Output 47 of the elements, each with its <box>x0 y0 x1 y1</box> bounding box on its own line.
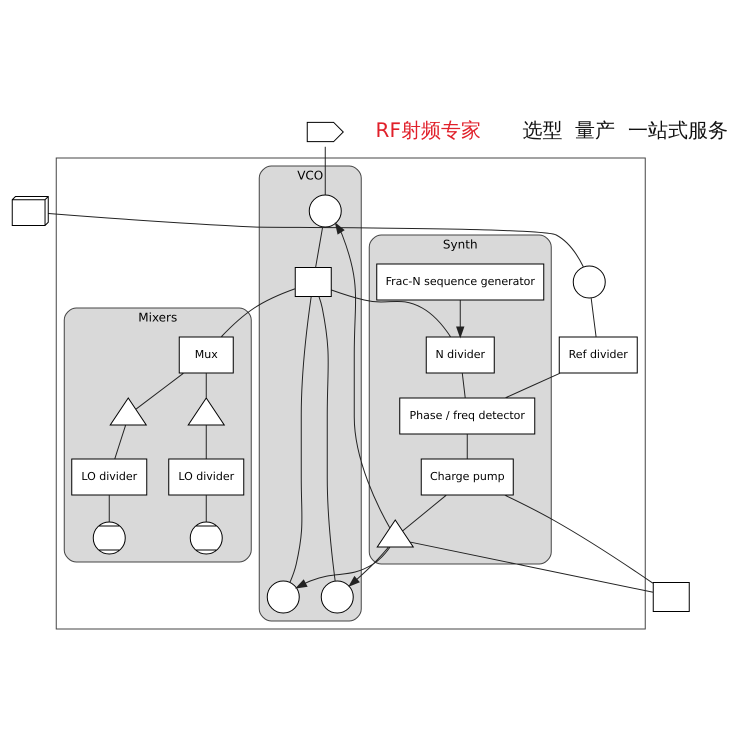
node-box <box>294 266 332 296</box>
node-triangle <box>376 518 414 547</box>
connector <box>108 494 110 522</box>
connector <box>402 494 447 531</box>
connector <box>324 146 326 195</box>
connector <box>315 226 324 268</box>
node-box <box>652 582 690 612</box>
node-triangle <box>187 396 226 425</box>
node-box: Ref divider <box>558 336 638 373</box>
label: RF射频专家 <box>376 118 481 142</box>
connector <box>48 212 584 267</box>
connector <box>504 494 654 584</box>
connector <box>330 288 452 337</box>
node-circle <box>320 580 354 613</box>
connector <box>136 372 184 410</box>
node-mixer <box>92 521 126 554</box>
connector <box>220 288 296 337</box>
connector <box>466 433 468 459</box>
connector <box>318 296 336 582</box>
node-circle <box>308 194 342 227</box>
node-box: Frac-N sequence generator <box>376 263 544 300</box>
node-coil <box>306 121 344 142</box>
node-box: Mux <box>178 336 234 373</box>
arrow <box>456 299 464 338</box>
connector <box>206 424 207 459</box>
node-box: LO divider <box>168 458 244 495</box>
node-circle <box>266 580 300 613</box>
connector <box>114 424 126 459</box>
connector <box>289 296 312 582</box>
connector <box>206 372 207 398</box>
connector <box>462 372 466 398</box>
node-box: N divider <box>426 336 495 373</box>
node-box: Charge pump <box>420 458 514 495</box>
connector <box>206 494 207 522</box>
node-triangle <box>109 396 148 425</box>
node-circle <box>572 265 606 298</box>
arrow <box>348 546 390 586</box>
arrow <box>295 546 391 588</box>
node-mixer <box>190 521 223 554</box>
node-box: Phase / freq detector <box>399 397 536 434</box>
connector <box>410 541 654 592</box>
connector <box>504 372 561 398</box>
connector <box>590 297 597 337</box>
label: 选型 量产 一站式服务 <box>522 118 728 142</box>
node-box: LO divider <box>71 458 148 495</box>
arrow <box>334 222 390 528</box>
cluster <box>56 157 646 629</box>
